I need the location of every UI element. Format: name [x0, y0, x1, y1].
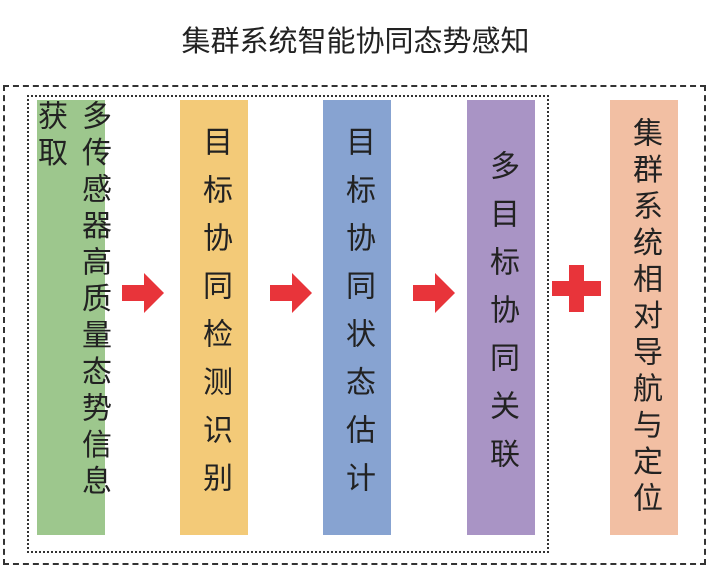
plus-icon — [552, 265, 601, 312]
diagram-title: 集群系统智能协同态势感知 — [181, 24, 530, 58]
step-label: 目标协同状态估计 — [340, 125, 375, 510]
step-state-estimation: 目标协同状态估计 — [323, 100, 391, 535]
inner-dotted-frame — [27, 95, 549, 553]
outer-dashed-frame — [3, 85, 706, 565]
step-relative-navigation: 集群系统相对导航与定位 — [610, 100, 678, 535]
step-label: 目标协同检测识别 — [197, 125, 232, 510]
step-sensor-acquisition: 多传感器高质量态势信息获取 — [32, 100, 111, 535]
step-label: 集群系统相对导航与定位 — [627, 116, 662, 519]
step-label: 多传感器高质量态势信息获取 — [32, 100, 111, 502]
step-detection: 目标协同检测识别 — [180, 100, 248, 535]
arrow-right-icon — [413, 273, 455, 313]
arrow-right-icon — [270, 273, 312, 313]
step-label: 多目标协同关联 — [484, 149, 519, 486]
step-association: 多目标协同关联 — [467, 100, 535, 535]
arrow-right-icon — [122, 273, 164, 313]
